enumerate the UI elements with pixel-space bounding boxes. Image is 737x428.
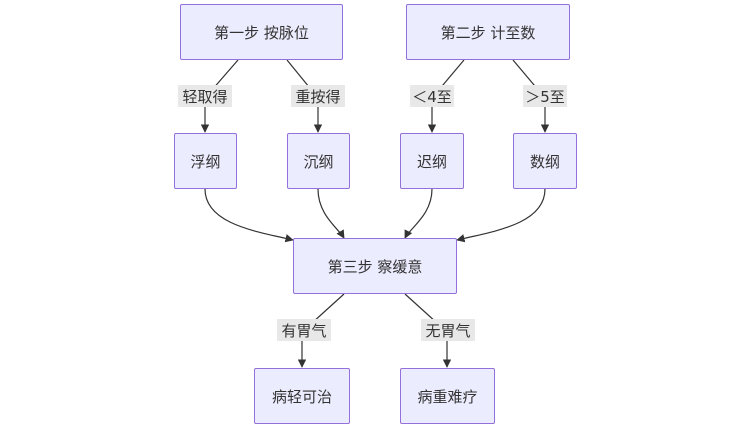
node-chen: 沉纲 bbox=[287, 133, 350, 189]
node-shu: 数纲 bbox=[513, 133, 577, 189]
edge-shu-step3 bbox=[456, 188, 546, 243]
node-step1: 第一步 按脉位 bbox=[180, 4, 343, 60]
edge-label-gt5: ＞5至 bbox=[523, 85, 567, 107]
node-severe: 病重难疗 bbox=[400, 368, 495, 424]
node-step3: 第三步 察缓意 bbox=[293, 238, 457, 294]
edge-chi-step3 bbox=[404, 188, 433, 239]
edge-label-light-press: 轻取得 bbox=[178, 85, 232, 107]
edge-fu-step3 bbox=[204, 188, 294, 243]
edge-label-heavy-press: 重按得 bbox=[291, 85, 345, 107]
node-step2: 第二步 计至数 bbox=[406, 4, 570, 60]
edge-label-has-stomach-qi: 有胃气 bbox=[277, 319, 331, 341]
edge-label-no-stomach-qi: 无胃气 bbox=[421, 319, 475, 341]
node-fu: 浮纲 bbox=[174, 133, 237, 189]
edge-chen-step3 bbox=[317, 188, 345, 239]
edge-label-lt4: ＜4至 bbox=[410, 85, 454, 107]
node-mild: 病轻可治 bbox=[254, 368, 350, 424]
node-chi: 迟纲 bbox=[400, 133, 464, 189]
